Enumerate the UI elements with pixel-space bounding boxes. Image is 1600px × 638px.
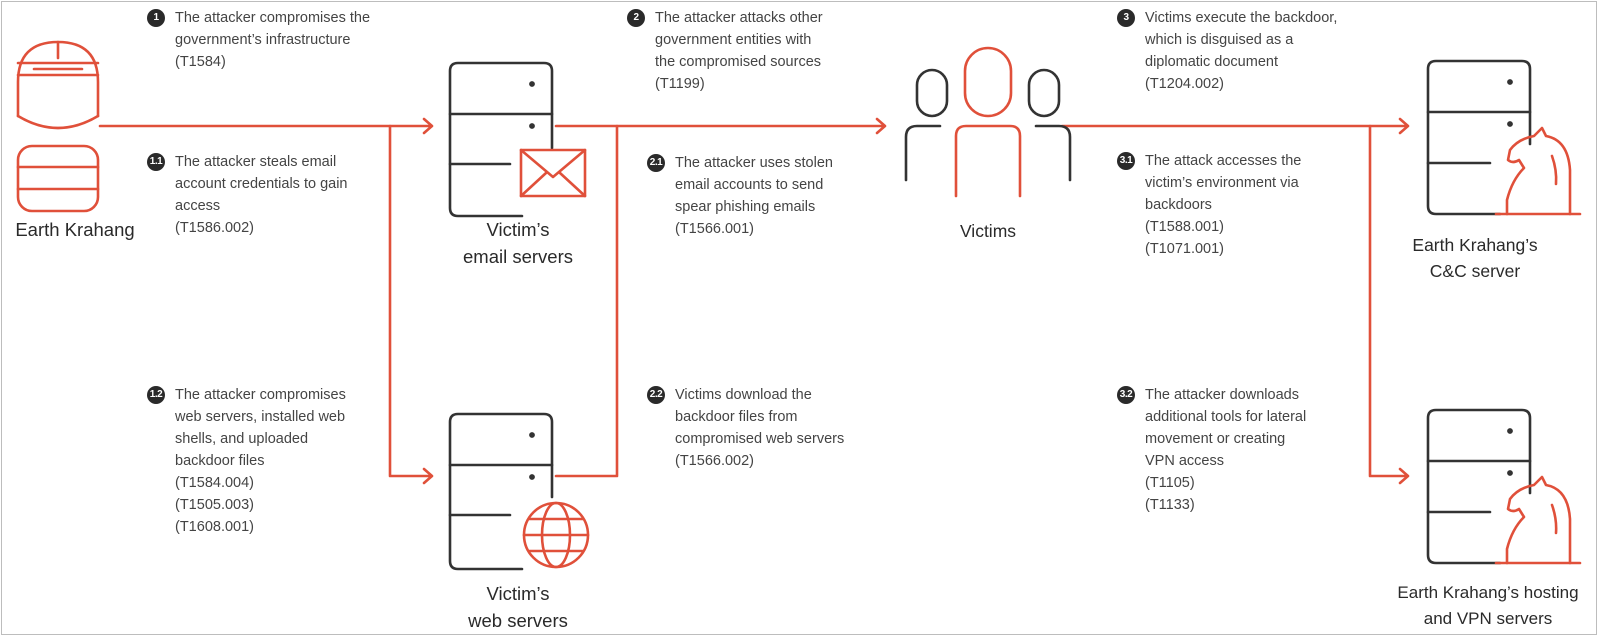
- label-earth-krahang: Earth Krahang: [15, 219, 135, 240]
- arrow-attacker-to-email-servers: [98, 117, 434, 135]
- step-badge: 2.1: [647, 154, 665, 172]
- attacker-icon: [16, 40, 100, 213]
- step-1: 1 The attacker compromises the governmen…: [147, 7, 370, 73]
- step-badge: 2.2: [647, 386, 665, 404]
- step-3-1: 3.1 The attack accesses the victim’s env…: [1117, 150, 1301, 260]
- step-2-1: 2.1 The attacker uses stolen email accou…: [647, 152, 833, 240]
- step-badge: 3.2: [1117, 386, 1135, 404]
- step-badge: 1.1: [147, 153, 165, 171]
- label-line: Victim’s: [486, 219, 550, 240]
- label-victims: Victims: [959, 221, 1017, 241]
- step-badge: 3: [1117, 9, 1135, 27]
- label-email-servers: Victim’s email servers: [430, 216, 606, 270]
- step-badge: 3.1: [1117, 152, 1135, 170]
- label-line: Victim’s: [486, 583, 550, 604]
- vpn-server-icon: [1426, 408, 1582, 565]
- label-line: C&C server: [1429, 261, 1521, 281]
- arrow-email-servers-to-victims: [554, 117, 887, 135]
- label-line: and VPN servers: [1423, 609, 1553, 628]
- arrow-to-web-servers: [388, 124, 434, 485]
- victims-icon: [904, 46, 1072, 198]
- label-cc-server: Earth Krahang’s C&C server: [1390, 232, 1560, 284]
- label-web-servers: Victim’s web servers: [430, 580, 606, 634]
- label-line: web servers: [468, 610, 568, 631]
- flow-connectors: [98, 117, 1410, 485]
- step-badge: 1.2: [147, 386, 165, 404]
- step-3-2: 3.2 The attacker downloads additional to…: [1117, 384, 1306, 516]
- cc-server-icon: [1426, 59, 1582, 216]
- label-line: Earth Krahang’s hosting: [1397, 583, 1579, 602]
- web-server-icon: [448, 412, 590, 571]
- line-web-servers-to-victims: [554, 124, 619, 478]
- email-server-icon: [448, 61, 587, 218]
- label-line: Earth Krahang’s: [1412, 235, 1538, 255]
- step-2: 2 The attacker attacks other government …: [627, 7, 823, 95]
- step-badge: 1: [147, 9, 165, 27]
- arrow-victims-to-cc-server: [1060, 117, 1410, 135]
- step-badge: 2: [627, 9, 645, 27]
- step-2-2: 2.2 Victims download the backdoor files …: [647, 384, 844, 472]
- step-1-2: 1.2 The attacker compromises web servers…: [147, 384, 346, 538]
- arrow-to-vpn-servers: [1368, 124, 1410, 485]
- step-3: 3 Victims execute the backdoor, which is…: [1117, 7, 1337, 95]
- step-1-1: 1.1 The attacker steals email account cr…: [147, 151, 348, 239]
- label-vpn-servers: Earth Krahang’s hosting and VPN servers: [1382, 580, 1594, 632]
- label-line: email servers: [463, 246, 573, 267]
